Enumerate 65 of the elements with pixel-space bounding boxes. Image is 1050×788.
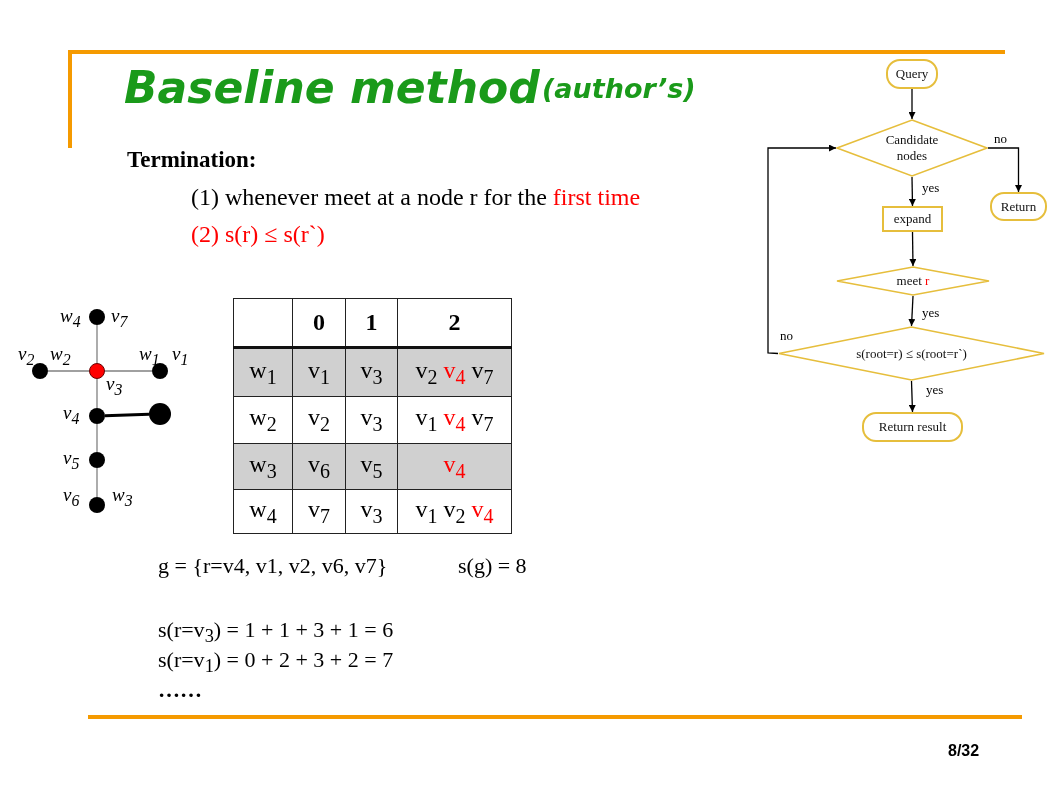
ellipsis-text: …… (158, 677, 202, 703)
decision-diamond: meet r (836, 266, 990, 296)
table-cell: v$_{2}$ (292, 396, 346, 444)
table-cell: v$_{1}$ v$_{4}$ v$_{7}$ (397, 396, 512, 444)
graph-node (89, 363, 105, 379)
node-label: w$_{4}$ (60, 306, 81, 332)
graph-node (32, 363, 48, 379)
graph-node (152, 363, 168, 379)
graph-edge (96, 423, 98, 453)
graph-edge (47, 370, 90, 372)
arrow (908, 176, 916, 207)
node-label: v$_{3}$ (106, 374, 123, 400)
node-label: v$_{4}$ (63, 403, 80, 429)
table-cell: v$_{1}$ v$_{2}$ v$_{4}$ (397, 489, 512, 534)
table-cell: w$_{2}$ (233, 396, 293, 444)
graph-edge (96, 467, 98, 498)
formula-text: s(g) = 8 (458, 553, 527, 579)
node-label: w$_{3}$ (112, 485, 133, 511)
table-cell: v$_{7}$ (292, 489, 346, 534)
formula-text: s(r=v$_{3}$) = 1 + 1 + 3 + 1 = 6 (158, 617, 394, 648)
table-cell: w$_{1}$ (233, 347, 293, 397)
rule-text: (2) s(r) ≤ s(r`) (191, 221, 325, 248)
arrow (767, 144, 837, 355)
start-box: Query (886, 59, 938, 89)
arrow (908, 88, 916, 120)
graph-edge (96, 378, 98, 409)
graph-node (89, 408, 105, 424)
arrow (908, 380, 916, 413)
arrow (987, 147, 1022, 193)
arrow (909, 231, 917, 267)
graph-node (149, 403, 171, 425)
node-label: v$_{5}$ (63, 448, 80, 474)
node-label: v$_{1}$ (172, 344, 189, 370)
table-cell: v$_{6}$ (292, 443, 346, 490)
slide-title: Baseline method (124, 62, 540, 113)
table-cell: v$_{3}$ (345, 347, 398, 397)
table-cell: v$_{4}$ (397, 443, 512, 490)
end-box: Return (990, 192, 1047, 221)
table-cell: w$_{4}$ (233, 489, 293, 534)
graph-node (89, 452, 105, 468)
formula-text: g = {r=v4, v1, v2, v6, v7} (158, 553, 388, 579)
rule-text: (1) whenever meet at a node r for the first time (191, 184, 641, 211)
end-box: Return result (862, 412, 963, 442)
node-label: v$_{6}$ (63, 485, 80, 511)
table-cell: v$_{3}$ (345, 489, 398, 534)
graph-edge (104, 370, 153, 372)
table-cell: v$_{1}$ (292, 347, 346, 397)
page-number: 8/32 (948, 742, 980, 760)
process-box: expand (882, 206, 943, 232)
arrow (908, 295, 916, 327)
table-cell: w$_{3}$ (233, 443, 293, 490)
table-cell: v$_{2}$ v$_{4}$ v$_{7}$ (397, 347, 512, 397)
graph-node (89, 497, 105, 513)
node-label: w$_{2}$ (50, 344, 71, 370)
table-cell: v$_{5}$ (345, 443, 398, 490)
formula-text: s(r=v$_{1}$) = 0 + 2 + 3 + 2 = 7 (158, 647, 394, 678)
graph-edge (96, 324, 98, 364)
section-heading: Termination: (127, 147, 257, 173)
decision-diamond: Candidate nodes (836, 119, 988, 177)
graph-node (89, 309, 105, 325)
graph-edge (104, 412, 150, 418)
title-suffix: (author’s) (542, 73, 696, 104)
node-label: v$_{2}$ (18, 344, 35, 370)
node-label: v$_{7}$ (111, 306, 128, 332)
table-cell: v$_{3}$ (345, 396, 398, 444)
